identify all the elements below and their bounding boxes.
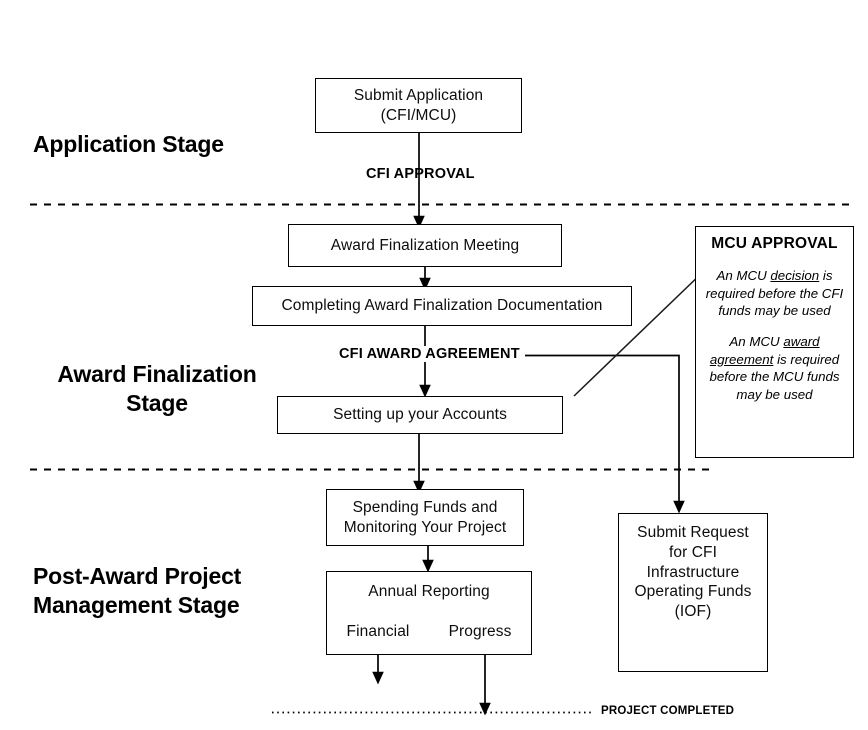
node-annual-reporting[interactable]: Annual Reporting Financial Progress [326, 571, 532, 655]
node-submit-application-line1: Submit Application [353, 86, 484, 104]
edge-label-cfi-approval-text: CFI APPROVAL [366, 166, 475, 182]
mcu-para1-part-c: is required before the CFI funds may be … [705, 268, 844, 319]
node-spending-funds[interactable]: Spending Funds and Monitoring Your Proje… [326, 489, 524, 546]
stage-label-post-award: Post-Award Project Management Stage [33, 562, 293, 620]
stage-label-award-finalization-line1: Award Finalization [57, 361, 257, 387]
stage-label-application: Application Stage [33, 130, 224, 159]
panel-mcu-approval[interactable]: MCU APPROVAL An MCU decision is required… [695, 226, 854, 458]
stage-label-application-text: Application Stage [33, 131, 224, 157]
panel-mcu-approval-title: MCU APPROVAL [711, 235, 838, 252]
node-submit-request-iof-line1: Submit Request [637, 524, 749, 541]
node-submit-request-iof-line3: Infrastructure [646, 563, 740, 581]
node-submit-request-iof-line4: Operating Funds [634, 583, 752, 601]
edge-label-cfi-award-agreement: CFI AWARD AGREEMENT [335, 346, 524, 362]
label-project-completed-text: PROJECT COMPLETED [601, 705, 735, 717]
node-setting-up-accounts-label: Setting up your Accounts [333, 406, 507, 424]
node-completing-documentation[interactable]: Completing Award Finalization Documentat… [252, 286, 632, 326]
node-spending-funds-line2: Monitoring Your Project [343, 518, 507, 536]
node-annual-reporting-title: Annual Reporting [368, 583, 490, 600]
label-project-completed: PROJECT COMPLETED [601, 705, 734, 717]
edge-label-cfi-award-agreement-text: CFI AWARD AGREEMENT [339, 346, 520, 362]
node-submit-request-iof-line2: for CFI [668, 543, 718, 561]
node-submit-application-line2: (CFI/MCU) [380, 106, 457, 124]
stage-label-award-finalization: Award Finalization Stage [33, 360, 281, 418]
node-annual-reporting-subitems: Financial Progress [327, 622, 531, 642]
node-annual-reporting-progress[interactable]: Progress [448, 622, 512, 640]
panel-mcu-approval-paragraph-1: An MCU decision is required before the C… [705, 267, 844, 320]
stage-label-post-award-line2: Management Stage [33, 591, 240, 618]
mcu-para2-underlined: award agreement [709, 334, 820, 367]
node-setting-up-accounts[interactable]: Setting up your Accounts [277, 396, 563, 434]
stage-label-award-finalization-line2: Stage [126, 389, 188, 416]
node-award-finalization-meeting-label: Award Finalization Meeting [330, 236, 520, 254]
node-submit-application[interactable]: Submit Application (CFI/MCU) [315, 78, 522, 133]
node-submit-request-iof[interactable]: Submit Request for CFI Infrastructure Op… [618, 513, 768, 672]
edge-label-cfi-approval: CFI APPROVAL [366, 166, 475, 182]
mcu-para2-part-c: is required before the MCU funds may be … [709, 351, 840, 403]
mcu-para1-part-a: An MCU [716, 268, 771, 283]
node-award-finalization-meeting[interactable]: Award Finalization Meeting [288, 224, 562, 267]
mcu-para1-underlined: decision [770, 268, 820, 283]
stage-label-post-award-line1: Post-Award Project [33, 563, 242, 589]
node-submit-request-iof-line5: (IOF) [674, 603, 712, 621]
panel-mcu-approval-paragraph-2: An MCU award agreement is required befor… [705, 333, 844, 404]
node-annual-reporting-financial[interactable]: Financial [346, 622, 410, 640]
mcu-para2-part-a: An MCU [729, 334, 784, 350]
node-completing-documentation-label: Completing Award Finalization Documentat… [281, 297, 603, 315]
node-spending-funds-line1: Spending Funds and [352, 498, 498, 516]
